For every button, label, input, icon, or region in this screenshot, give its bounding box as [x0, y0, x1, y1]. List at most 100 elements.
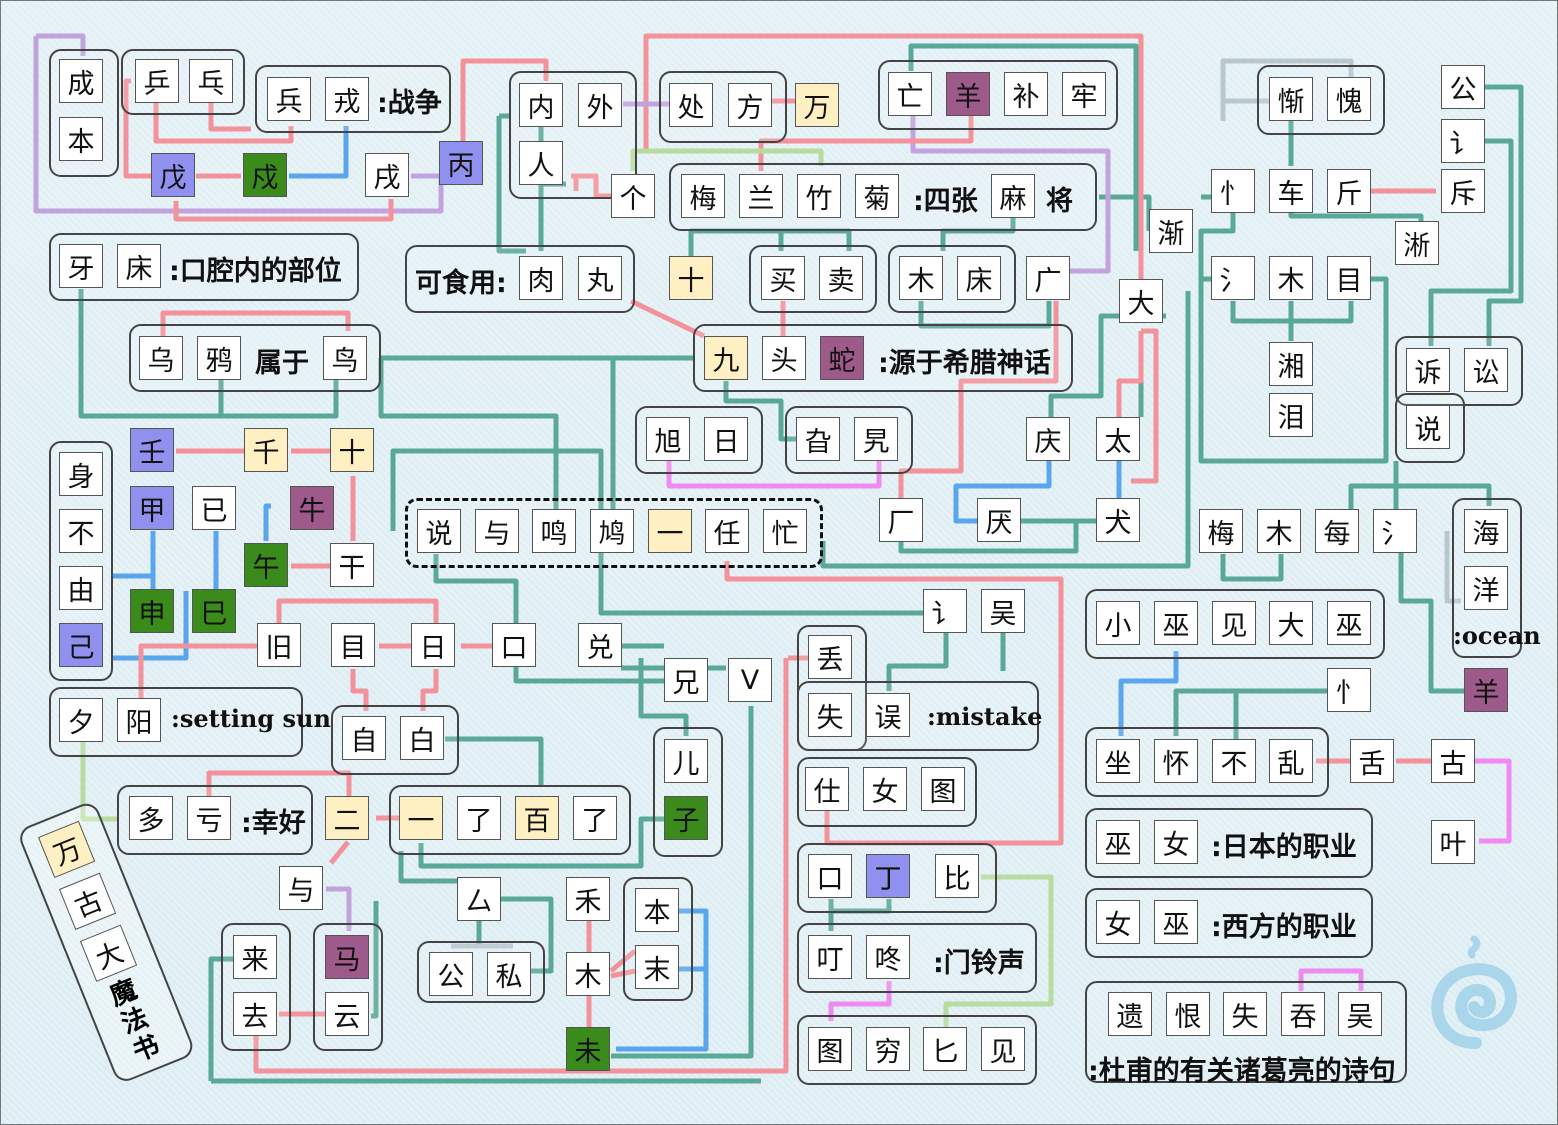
char-tile[interactable]: 恨	[1166, 992, 1210, 1036]
char-tile[interactable]: 丢	[808, 635, 852, 679]
char-tile[interactable]: 大	[1269, 601, 1313, 645]
char-tile[interactable]: 见	[981, 1027, 1025, 1071]
char-tile[interactable]: 一	[648, 509, 692, 553]
char-tile[interactable]: 叮	[808, 935, 852, 979]
char-tile[interactable]: 甲	[130, 486, 174, 530]
char-tile[interactable]: 夕	[59, 698, 103, 742]
char-tile[interactable]: 匕	[923, 1027, 967, 1071]
char-tile[interactable]: 淅	[1395, 221, 1439, 265]
char-tile[interactable]: 外	[578, 83, 622, 127]
char-tile[interactable]: 羊	[946, 72, 990, 116]
char-tile[interactable]: 万	[795, 83, 839, 127]
char-tile[interactable]: 广	[1026, 256, 1070, 300]
char-tile[interactable]: 兑	[578, 623, 622, 667]
book-tile-wan[interactable]: 万	[37, 820, 96, 879]
char-tile[interactable]: 海	[1464, 509, 1508, 553]
char-tile[interactable]: 亏	[187, 796, 231, 840]
char-tile[interactable]: 床	[957, 256, 1001, 300]
char-tile[interactable]: 兄	[664, 658, 708, 702]
char-tile[interactable]: 大	[1119, 279, 1163, 323]
char-tile[interactable]: 目	[331, 623, 375, 667]
char-tile[interactable]: 讼	[1464, 348, 1508, 392]
char-tile[interactable]: 遗	[1108, 992, 1152, 1036]
char-tile[interactable]: 仕	[805, 767, 849, 811]
char-tile[interactable]: 戌	[365, 153, 409, 197]
char-tile[interactable]: 二	[325, 796, 369, 840]
char-tile[interactable]: 旮	[796, 417, 840, 461]
char-tile[interactable]: 不	[59, 509, 103, 553]
char-tile[interactable]: 麻	[991, 174, 1035, 218]
char-tile[interactable]: 补	[1004, 72, 1048, 116]
char-tile[interactable]: 惭	[1269, 77, 1313, 121]
char-tile[interactable]: 木	[899, 256, 943, 300]
char-tile[interactable]: 怀	[1154, 739, 1198, 783]
char-tile[interactable]: 本	[635, 888, 679, 932]
char-tile[interactable]: 多	[129, 796, 173, 840]
char-tile[interactable]: 卖	[819, 256, 863, 300]
char-tile[interactable]: 了	[457, 796, 501, 840]
char-tile[interactable]: 与	[279, 866, 323, 910]
char-tile[interactable]: 咚	[866, 935, 910, 979]
char-tile[interactable]: 女	[863, 767, 907, 811]
char-tile[interactable]: 旭	[646, 417, 690, 461]
char-tile[interactable]: 乌	[139, 336, 183, 380]
char-tile[interactable]: 口	[492, 623, 536, 667]
char-tile[interactable]: 肉	[519, 256, 563, 300]
char-tile[interactable]: 儿	[664, 739, 708, 783]
char-tile[interactable]: 女	[1154, 820, 1198, 864]
char-tile[interactable]: 失	[808, 693, 852, 737]
char-tile[interactable]: 了	[573, 796, 617, 840]
char-tile[interactable]: 丙	[439, 141, 483, 185]
char-tile[interactable]: 丸	[578, 256, 622, 300]
char-tile[interactable]: 去	[233, 992, 277, 1036]
char-tile[interactable]: 厌	[977, 498, 1021, 542]
char-tile[interactable]: 牢	[1062, 72, 1106, 116]
char-tile[interactable]: 氵	[1211, 256, 1255, 300]
char-tile[interactable]: 马	[325, 935, 369, 979]
char-tile[interactable]: 舌	[1350, 739, 1394, 783]
char-tile[interactable]: 吞	[1281, 992, 1325, 1036]
char-tile[interactable]: 兵	[267, 77, 311, 121]
char-tile[interactable]: 忙	[763, 509, 807, 553]
char-tile[interactable]: 图	[808, 1027, 852, 1071]
char-tile[interactable]: 十	[330, 428, 374, 472]
char-tile[interactable]: 忄	[1327, 668, 1371, 712]
char-tile[interactable]: 个	[611, 174, 655, 218]
char-tile[interactable]: 说	[417, 509, 461, 553]
char-tile[interactable]: 湘	[1269, 342, 1313, 386]
book-tile-gu[interactable]: 古	[58, 872, 117, 930]
char-tile[interactable]: 巫	[1154, 900, 1198, 944]
char-tile[interactable]: 失	[1223, 992, 1267, 1036]
char-tile[interactable]: 戊	[151, 153, 195, 197]
char-tile[interactable]: 十	[669, 256, 713, 300]
char-tile[interactable]: 云	[325, 992, 369, 1036]
char-tile[interactable]: 亡	[888, 72, 932, 116]
char-tile[interactable]: 禾	[566, 877, 610, 921]
char-tile[interactable]: 旧	[257, 623, 301, 667]
char-tile[interactable]: 来	[233, 935, 277, 979]
char-tile[interactable]: 公	[1441, 65, 1485, 109]
char-tile[interactable]: 厶	[457, 877, 501, 921]
char-tile[interactable]: 任	[705, 509, 749, 553]
char-tile[interactable]: 巫	[1327, 601, 1371, 645]
char-tile[interactable]: 穷	[866, 1027, 910, 1071]
char-tile[interactable]: 口	[808, 854, 852, 898]
char-tile[interactable]: 日	[704, 417, 748, 461]
char-tile[interactable]: 买	[761, 256, 805, 300]
char-tile[interactable]: 处	[669, 83, 713, 127]
char-tile[interactable]: 讠	[1441, 119, 1485, 163]
char-tile[interactable]: 与	[475, 509, 519, 553]
char-tile[interactable]: 吴	[1338, 992, 1382, 1036]
char-tile[interactable]: 午	[244, 543, 288, 587]
char-tile[interactable]: 巳	[192, 589, 236, 633]
char-tile[interactable]: 牛	[290, 486, 334, 530]
char-tile[interactable]: 一	[399, 796, 443, 840]
char-tile[interactable]: 鸠	[590, 509, 634, 553]
char-tile[interactable]: 头	[762, 336, 806, 380]
char-tile[interactable]: 戍	[243, 153, 287, 197]
char-tile[interactable]: 阳	[117, 698, 161, 742]
char-tile[interactable]: 蛇	[820, 336, 864, 380]
char-tile[interactable]: 渐	[1149, 209, 1193, 253]
char-tile[interactable]: 丁	[866, 854, 910, 898]
char-tile[interactable]: 九	[704, 336, 748, 380]
